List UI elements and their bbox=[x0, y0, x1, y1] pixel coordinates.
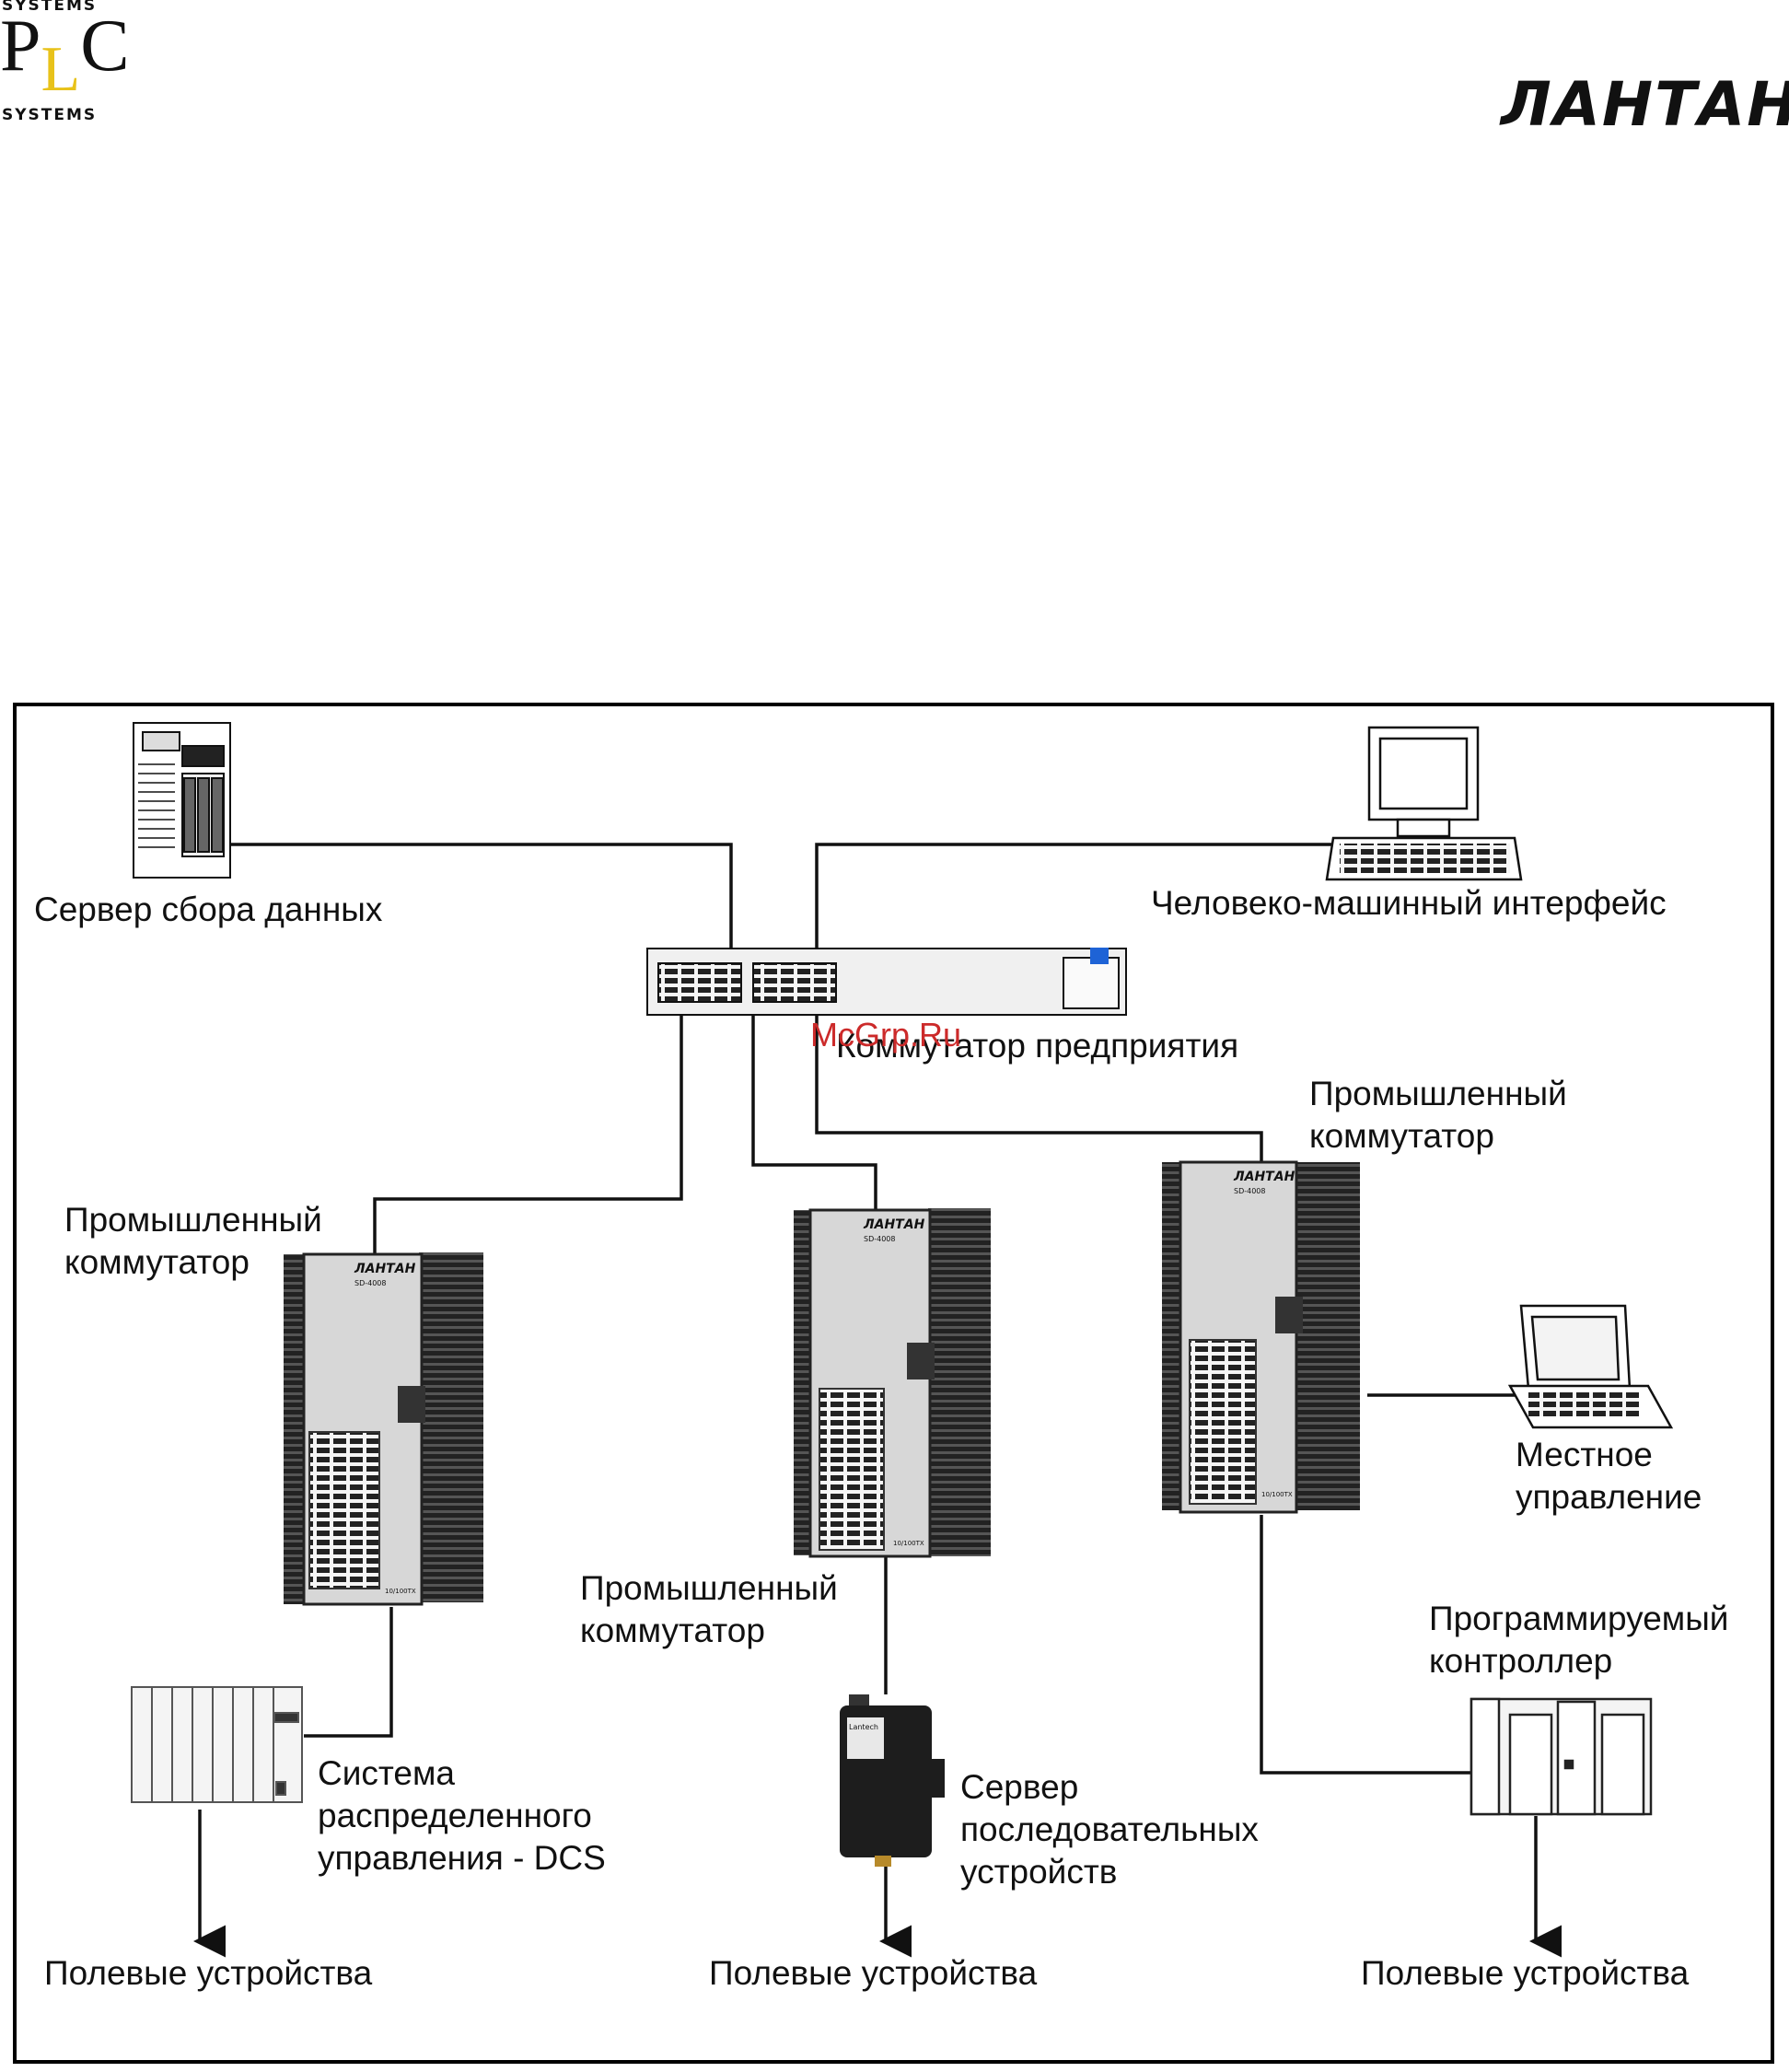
laptop-icon bbox=[1507, 1304, 1674, 1429]
switch-left-brand: ЛАНТАН bbox=[354, 1262, 416, 1276]
hmi-computer-icon bbox=[1325, 726, 1523, 881]
logo-mark: PLC bbox=[0, 6, 130, 105]
server-tower-icon bbox=[133, 722, 231, 879]
switch-center-ports: 10/100TX bbox=[893, 1540, 924, 1547]
industrial-switch-center-icon bbox=[794, 1208, 991, 1558]
label-ind-switch-center: Промышленный коммутатор bbox=[580, 1569, 838, 1649]
label-ind-switch-right: Промышленный коммутатор bbox=[1309, 1075, 1567, 1155]
logo-bottom-text: SYSTEMS bbox=[2, 106, 98, 124]
enterprise-switch-icon bbox=[646, 948, 1127, 1016]
serial-server-brand: Lantech bbox=[849, 1723, 878, 1731]
switch-right-ports: 10/100TX bbox=[1261, 1491, 1293, 1498]
connection-lines bbox=[193, 843, 1562, 1958]
diagram-frame bbox=[13, 703, 1774, 2064]
device-labels: ЛАНТАН SD-4008 10/100TX ЛАНТАН SD-4008 1… bbox=[354, 1170, 1295, 1731]
logo-top-text: SYSTEMS bbox=[2, 0, 98, 15]
line-hmi-to-switch bbox=[815, 843, 1337, 949]
label-field-left: Полевые устройства bbox=[44, 1954, 373, 1992]
line-right-to-plc bbox=[1260, 1515, 1471, 1775]
plc-controller-icon bbox=[1470, 1697, 1653, 1816]
switch-right-model: SD-4008 bbox=[1234, 1187, 1265, 1195]
label-plc: Программируемый контроллер bbox=[1429, 1600, 1729, 1680]
label-hmi: Человеко-машинный интерфейс bbox=[1151, 884, 1667, 922]
label-enterprise-switch: Коммутатор предприятия bbox=[836, 1027, 1239, 1065]
line-switch-to-center bbox=[751, 1013, 877, 1210]
dcs-rack-icon bbox=[131, 1686, 303, 1803]
industrial-switch-right-icon bbox=[1162, 1160, 1360, 1514]
switch-center-model: SD-4008 bbox=[864, 1235, 895, 1243]
label-ind-switch-left: Промышленный коммутатор bbox=[64, 1201, 322, 1281]
industrial-switch-left-icon bbox=[284, 1252, 483, 1606]
switch-center-brand: ЛАНТАН bbox=[863, 1217, 925, 1232]
plc-systems-logo: SYSTEMS PLC SYSTEMS bbox=[0, 0, 130, 129]
switch-right-brand: ЛАНТАН bbox=[1233, 1170, 1295, 1184]
label-local-control: Местное управление bbox=[1516, 1436, 1702, 1516]
switch-left-model: SD-4008 bbox=[354, 1279, 386, 1287]
line-left-to-dcs bbox=[304, 1607, 393, 1738]
label-serial-server: Сервер последовательных устройств bbox=[960, 1768, 1259, 1891]
line-switch-to-right bbox=[815, 1013, 1263, 1162]
label-data-server: Сервер сбора данных bbox=[34, 890, 383, 928]
serial-server-icon bbox=[840, 1694, 945, 1867]
line-switch-to-left bbox=[373, 1013, 683, 1254]
watermark: McGrp.Ru bbox=[810, 1016, 962, 1053]
label-field-center: Полевые устройства bbox=[709, 1954, 1038, 1992]
lantan-logo: ЛАНТАН bbox=[1501, 69, 1789, 140]
label-dcs: Система распределенного управления - DCS bbox=[318, 1754, 606, 1877]
line-server-to-switch bbox=[228, 843, 733, 949]
switch-left-ports: 10/100TX bbox=[385, 1588, 416, 1595]
label-field-right: Полевые устройства bbox=[1361, 1954, 1690, 1992]
